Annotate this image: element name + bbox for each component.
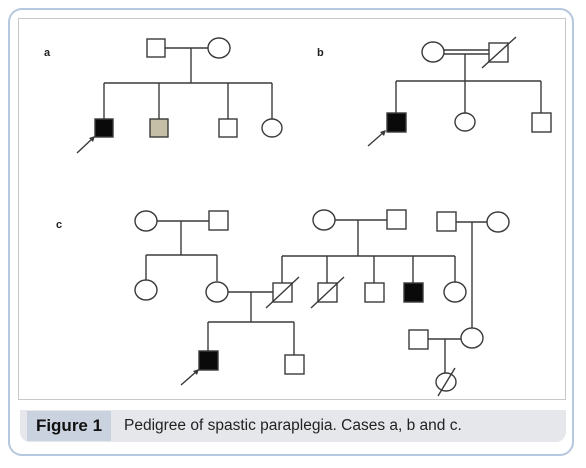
c-II9 xyxy=(408,329,429,350)
c-III2 xyxy=(284,354,305,375)
caption-bar xyxy=(20,410,566,442)
b-son xyxy=(531,112,552,133)
c-II8 xyxy=(460,327,484,349)
case-b-label: b xyxy=(317,47,324,59)
b-daughter xyxy=(454,112,476,132)
c-I1 xyxy=(134,210,158,232)
c-I2 xyxy=(208,210,229,231)
a-daughter xyxy=(261,118,283,138)
case-a-label: a xyxy=(44,47,51,59)
c-II2 xyxy=(205,281,229,303)
case-c-label: c xyxy=(56,219,62,231)
c-II6-affected xyxy=(403,282,424,303)
c-I4 xyxy=(386,209,407,230)
c-II5 xyxy=(364,282,385,303)
c-II7 xyxy=(443,281,467,303)
c-III1-affected xyxy=(198,350,219,371)
c-I3 xyxy=(312,209,336,231)
pedigree-c xyxy=(134,209,510,397)
b-affected-son xyxy=(386,112,407,133)
a-father xyxy=(146,38,166,58)
a-mother xyxy=(207,37,231,59)
pedigree-a xyxy=(76,37,283,154)
c-I5 xyxy=(436,211,457,232)
a-son xyxy=(218,118,238,138)
b-proband-arrow xyxy=(367,130,386,147)
c-proband-arrow xyxy=(180,369,199,386)
figure-label: Figure 1 xyxy=(27,411,111,441)
b-mother xyxy=(421,41,445,63)
c-II1 xyxy=(134,279,158,301)
a-affected-son xyxy=(94,118,114,138)
c-I6 xyxy=(486,211,510,233)
figure-caption: Pedigree of spastic paraplegia. Cases a,… xyxy=(124,417,462,434)
a-shaded-son xyxy=(149,118,169,138)
a-proband-arrow xyxy=(76,136,95,154)
pedigree-b xyxy=(367,36,552,147)
